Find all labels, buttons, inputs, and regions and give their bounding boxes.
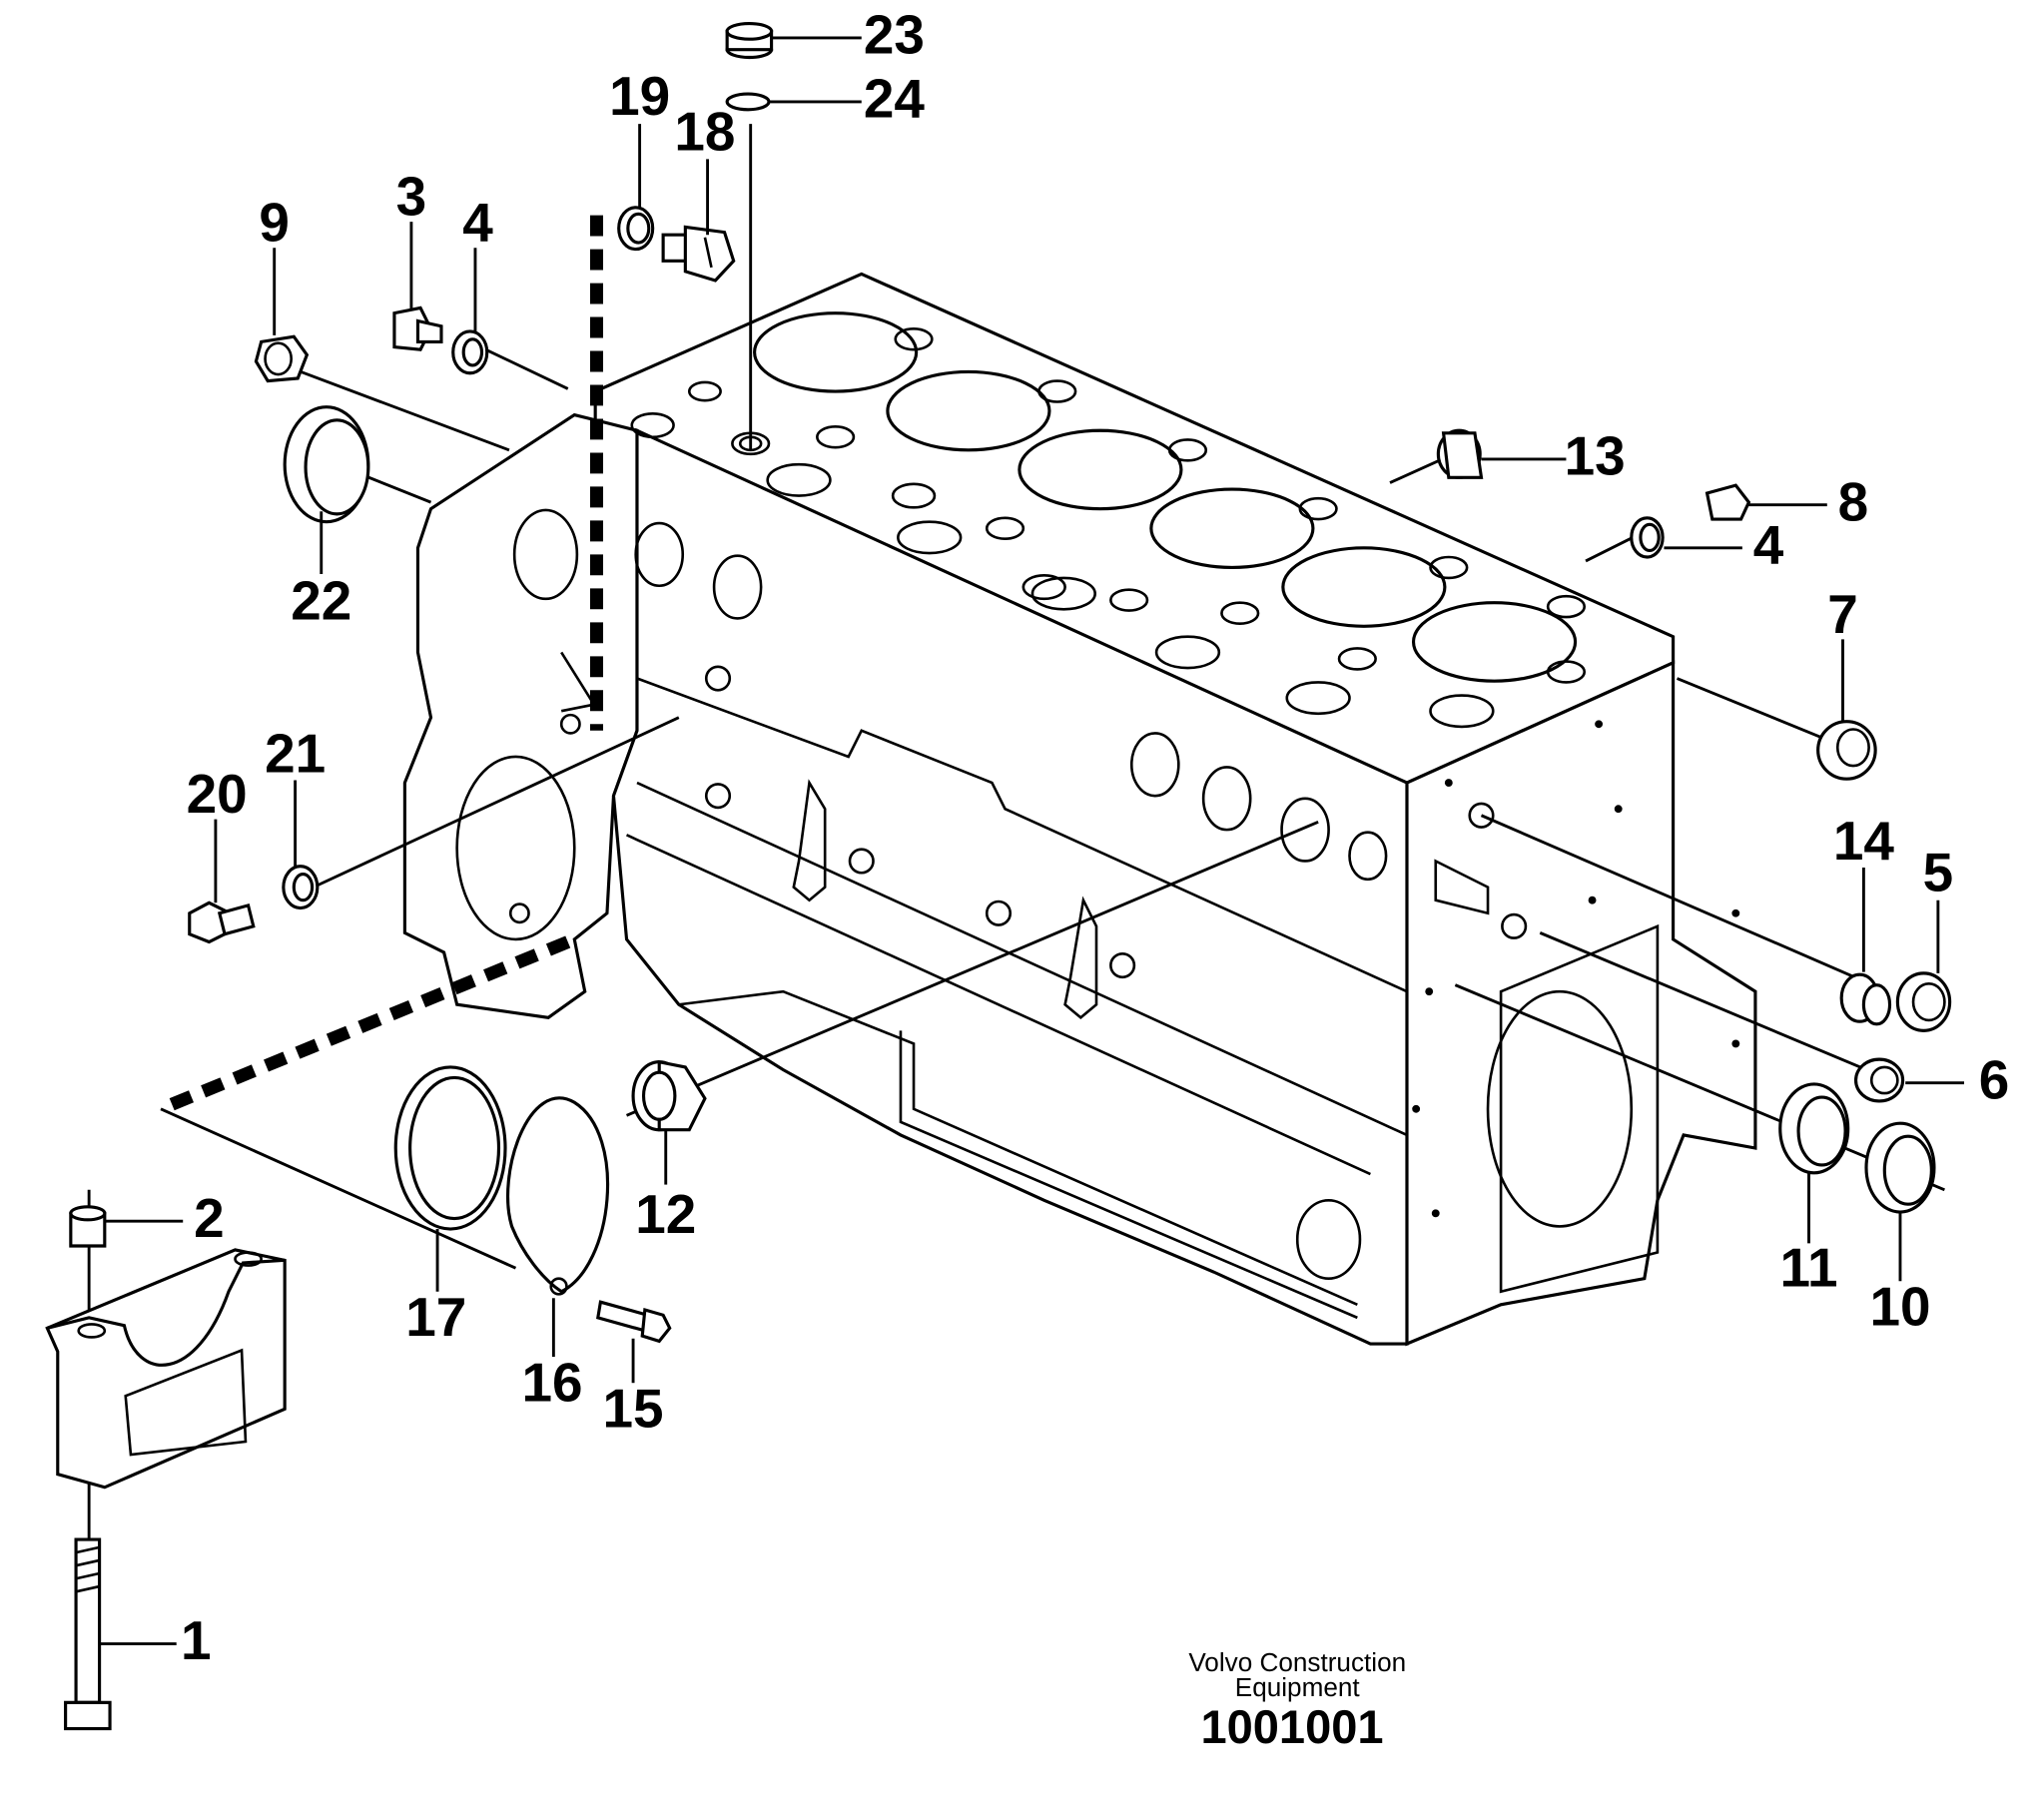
- callout-15: 15: [603, 1378, 664, 1440]
- part-11-seal: [1778, 1082, 1850, 1175]
- block-rear-face: [1405, 660, 1757, 1347]
- figure-caption: Volvo Construction Equipment 1001001: [1188, 1647, 1406, 1753]
- part-3-plug: [392, 305, 443, 351]
- part-7-plug: [1816, 720, 1877, 781]
- part-9-plug: [254, 334, 310, 383]
- part-1-bolt: [64, 1537, 112, 1731]
- caption-company-line2: Equipment: [1235, 1672, 1361, 1702]
- callout-numbers: 1 2 3 4 4 5 6 7 8 9 10 11 12 13 14 15 16…: [181, 4, 2009, 1672]
- callout-3: 3: [396, 166, 427, 228]
- part-15-bolt: [596, 1300, 672, 1344]
- callout-20: 20: [187, 763, 248, 825]
- part-12-seal: [631, 1059, 707, 1132]
- callout-14: 14: [1833, 810, 1895, 872]
- caption-figure-code: 1001001: [1200, 1700, 1383, 1753]
- part-6-plug: [1853, 1057, 1905, 1103]
- callout-18: 18: [674, 100, 735, 162]
- cylinder-bores: [753, 311, 1578, 683]
- guide-line-dashed-bottom: [158, 935, 571, 1115]
- callout-4-right: 4: [1753, 514, 1784, 576]
- block-side-details: [625, 521, 1408, 1320]
- callout-12: 12: [635, 1183, 696, 1245]
- callout-19: 19: [609, 65, 670, 127]
- callout-leaders: [98, 36, 1965, 1646]
- part-24-o-ring: [725, 92, 771, 112]
- callout-13: 13: [1565, 425, 1626, 487]
- part-22-seal: [283, 405, 370, 524]
- part-23-cap: [725, 21, 774, 60]
- callout-17: 17: [405, 1286, 466, 1348]
- callout-16: 16: [522, 1352, 583, 1414]
- part-2-dowel: [69, 1205, 107, 1248]
- assembly-lines: [87, 124, 1945, 1709]
- callout-21: 21: [265, 723, 326, 785]
- part-8-plug: [1704, 483, 1751, 521]
- part-13-plug: [1436, 428, 1484, 479]
- part-17-gasket: [393, 1065, 507, 1231]
- part-19-washer: [617, 206, 655, 252]
- part-21-washer: [282, 865, 320, 910]
- callout-23: 23: [864, 4, 925, 66]
- part-10-seal: [1864, 1121, 1936, 1214]
- callout-2: 2: [194, 1187, 225, 1249]
- callout-10: 10: [1869, 1276, 1930, 1338]
- callout-22: 22: [291, 570, 351, 632]
- callout-9: 9: [259, 192, 290, 254]
- part-bearing-cap: [45, 1248, 287, 1490]
- caption-company-line1: Volvo Construction: [1188, 1647, 1406, 1677]
- part-5-plug: [1895, 971, 1952, 1032]
- engine-block: [402, 272, 1757, 1347]
- callout-6: 6: [1979, 1048, 2010, 1110]
- callout-5: 5: [1923, 842, 1954, 903]
- part-18-bolt: [661, 225, 736, 283]
- callout-24: 24: [864, 68, 926, 130]
- callout-1: 1: [181, 1609, 212, 1671]
- block-rear-details: [1295, 720, 1740, 1294]
- part-4-washer-right: [1630, 516, 1665, 559]
- callout-4-top: 4: [462, 192, 493, 254]
- block-front-face: [402, 412, 639, 1019]
- part-4-washer-top: [451, 329, 489, 375]
- callout-11: 11: [1779, 1237, 1837, 1299]
- part-16-cover-plate: [506, 1096, 610, 1296]
- part-14-sleeve: [1839, 972, 1892, 1026]
- callout-7: 7: [1827, 583, 1858, 645]
- callout-8: 8: [1838, 470, 1869, 532]
- part-20-bolt: [188, 901, 256, 944]
